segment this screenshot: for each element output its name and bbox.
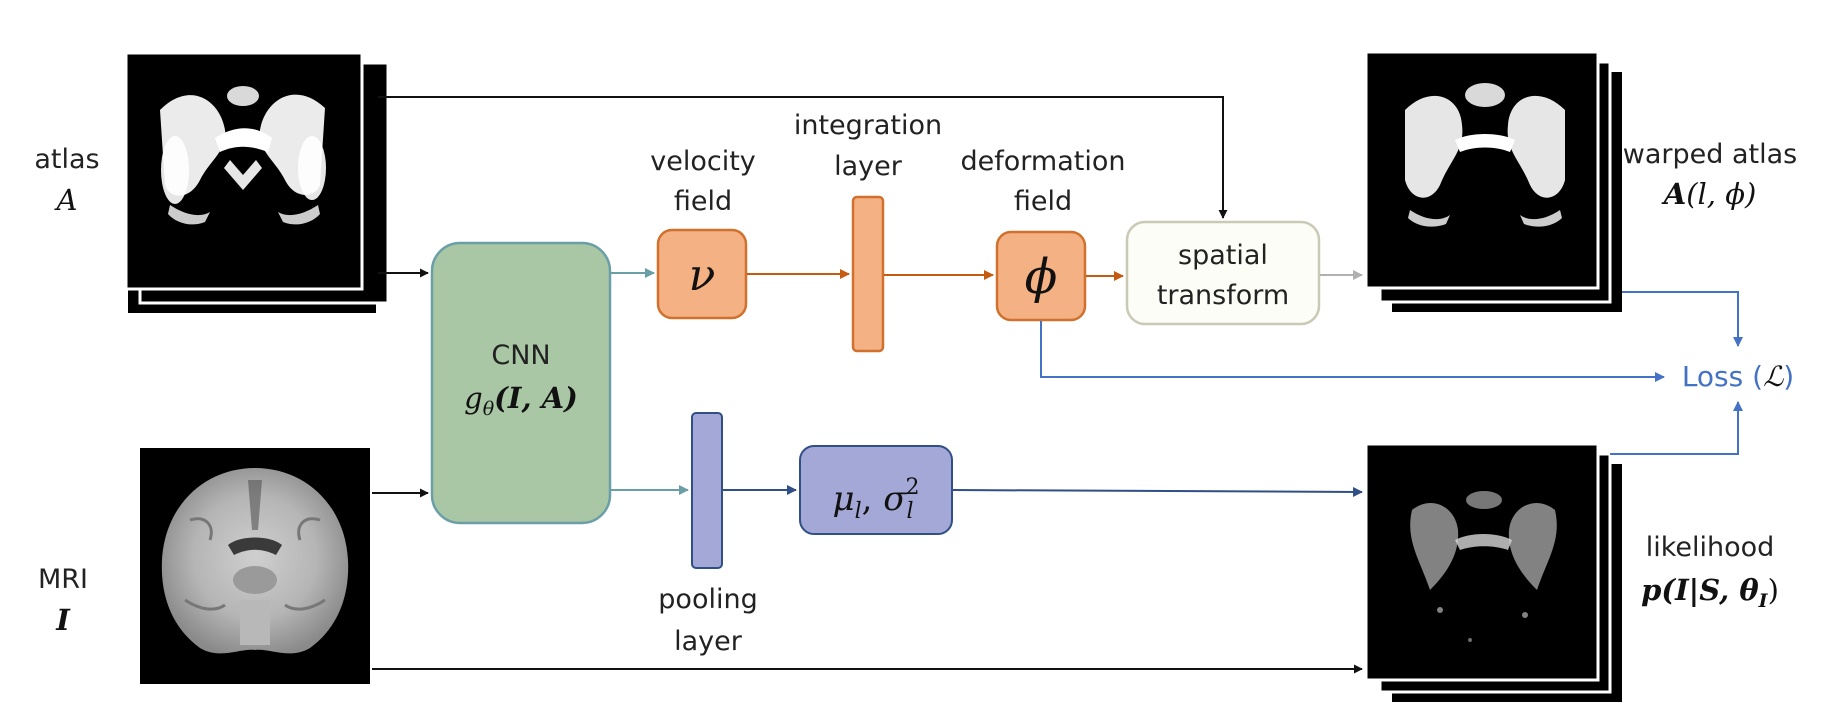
loss-symbol: ℒ [1763, 360, 1784, 393]
cnn-fn: g [464, 381, 483, 415]
loss-close: ) [1783, 360, 1794, 393]
deformation-symbol: ϕ [1025, 249, 1058, 305]
likelihood-expression: p(I|S, θI) [1641, 573, 1779, 612]
warped-brain-icon [1405, 83, 1565, 227]
warped-atlas-expression: A(l, ϕ) [1661, 177, 1757, 211]
cnn-expression: gθ(I, A) [464, 381, 578, 420]
warped-expr-head: A [1661, 177, 1687, 211]
cnn-label: CNN [491, 340, 550, 371]
arrow-atlas-to-spatial [378, 96, 1228, 219]
mri-symbol: I [55, 603, 71, 637]
warped-atlas-stack [1364, 50, 1622, 312]
params-sigma: σ [883, 479, 907, 519]
integration-label-line1: integration [794, 110, 942, 141]
deformation-field-block [995, 230, 1087, 322]
params-mu-sub: l [855, 499, 862, 524]
arrow-params-to-likelihood [952, 486, 1363, 497]
warped-atlas-label: warped atlas [1623, 139, 1797, 170]
likelihood-expr-close: ) [1768, 573, 1779, 607]
likelihood-image [1364, 442, 1600, 682]
deformation-label-line1: deformation [961, 146, 1126, 177]
pooling-layer-block [691, 412, 723, 569]
atlas-image-stack [124, 51, 390, 313]
likelihood-map-icon [1410, 491, 1557, 642]
cnn-args: (I, A) [494, 381, 578, 415]
likelihood-expr-sub: I [1758, 590, 1769, 612]
spatial-transform-block [1125, 220, 1321, 326]
atlas-label: atlas [34, 144, 99, 175]
velocity-field-block [656, 228, 748, 320]
loss-label: Loss (ℒ) [1682, 360, 1794, 393]
likelihood-stack [1364, 442, 1622, 702]
velocity-label-line2: field [674, 186, 732, 217]
cnn-block [430, 241, 612, 525]
loss-text: Loss ( [1682, 360, 1763, 393]
atlas-brain-icon [160, 86, 326, 225]
mri-brain-icon [161, 468, 349, 654]
mri-image [140, 448, 370, 684]
arrow-deformation-to-loss [1040, 321, 1665, 382]
params-mu: μ [832, 479, 854, 519]
pooling-label-line1: pooling [658, 584, 757, 615]
spatial-line2: transform [1157, 280, 1289, 311]
likelihood-label: likelihood [1646, 532, 1775, 563]
arrow-likelihood-to-loss [1610, 401, 1743, 455]
params-expression: μl, σl2 [832, 475, 919, 524]
velocity-symbol: ν [689, 250, 716, 301]
spatial-line1: spatial [1178, 240, 1268, 271]
deformation-label-line2: field [1014, 186, 1072, 217]
velocity-label-line1: velocity [650, 146, 756, 177]
integration-label-line2: layer [834, 151, 903, 182]
cnn-sub: θ [483, 398, 495, 420]
params-sigma-sub: l [906, 499, 913, 524]
mri-label: MRI [38, 564, 88, 595]
arrow-warped-to-loss [1622, 291, 1743, 347]
params-sigma-sup: 2 [906, 475, 920, 500]
likelihood-expr: p(I|S, θ [1641, 573, 1759, 607]
warped-expr-tail: (l, ϕ) [1686, 177, 1756, 211]
atlas-symbol: A [54, 183, 78, 217]
integration-layer-block [851, 195, 885, 353]
likelihood-params-block [799, 445, 953, 535]
pooling-label-line2: layer [674, 626, 743, 657]
